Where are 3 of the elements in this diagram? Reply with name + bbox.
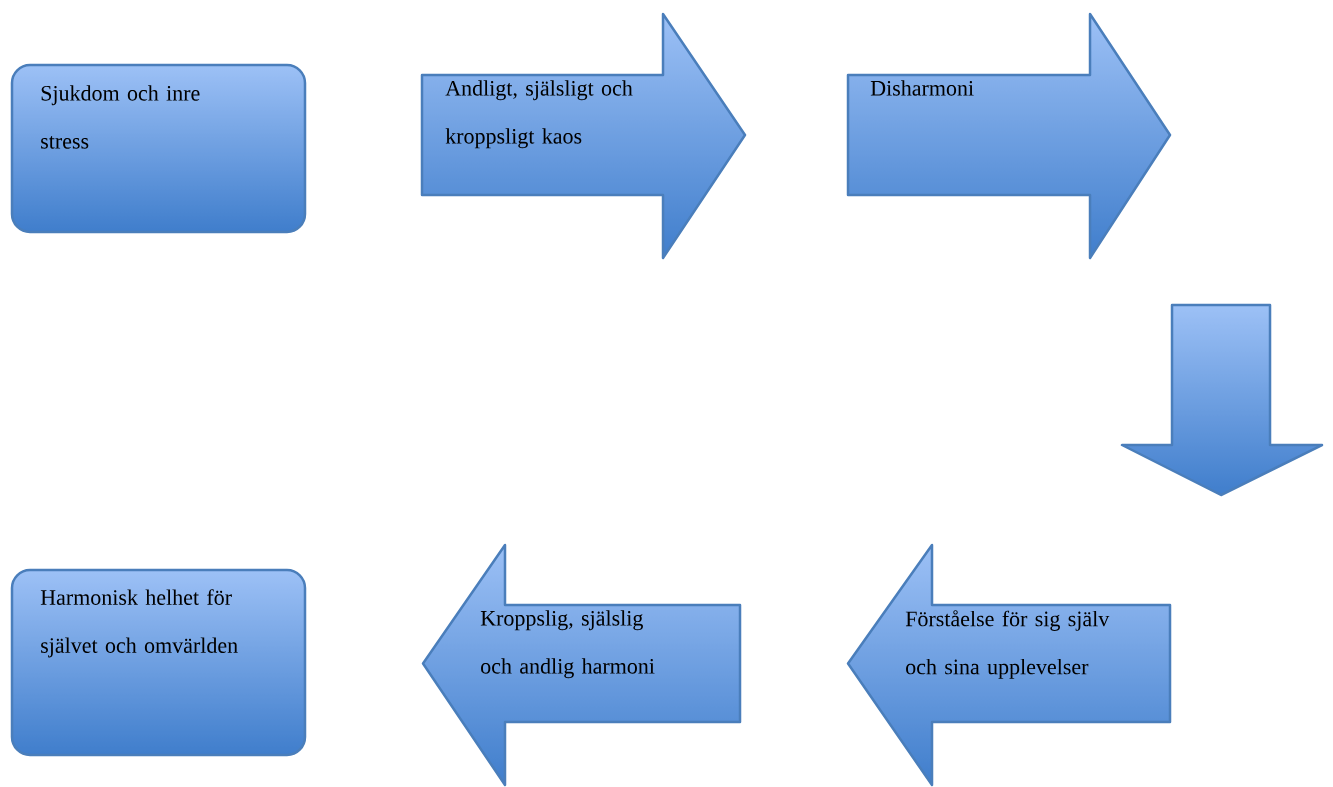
- block-arrow: [1120, 303, 1324, 497]
- rounded-box: Sjukdom och inre stress: [10, 63, 307, 234]
- rounded-box: Harmonisk helhet för självet och omvärlden: [10, 568, 307, 757]
